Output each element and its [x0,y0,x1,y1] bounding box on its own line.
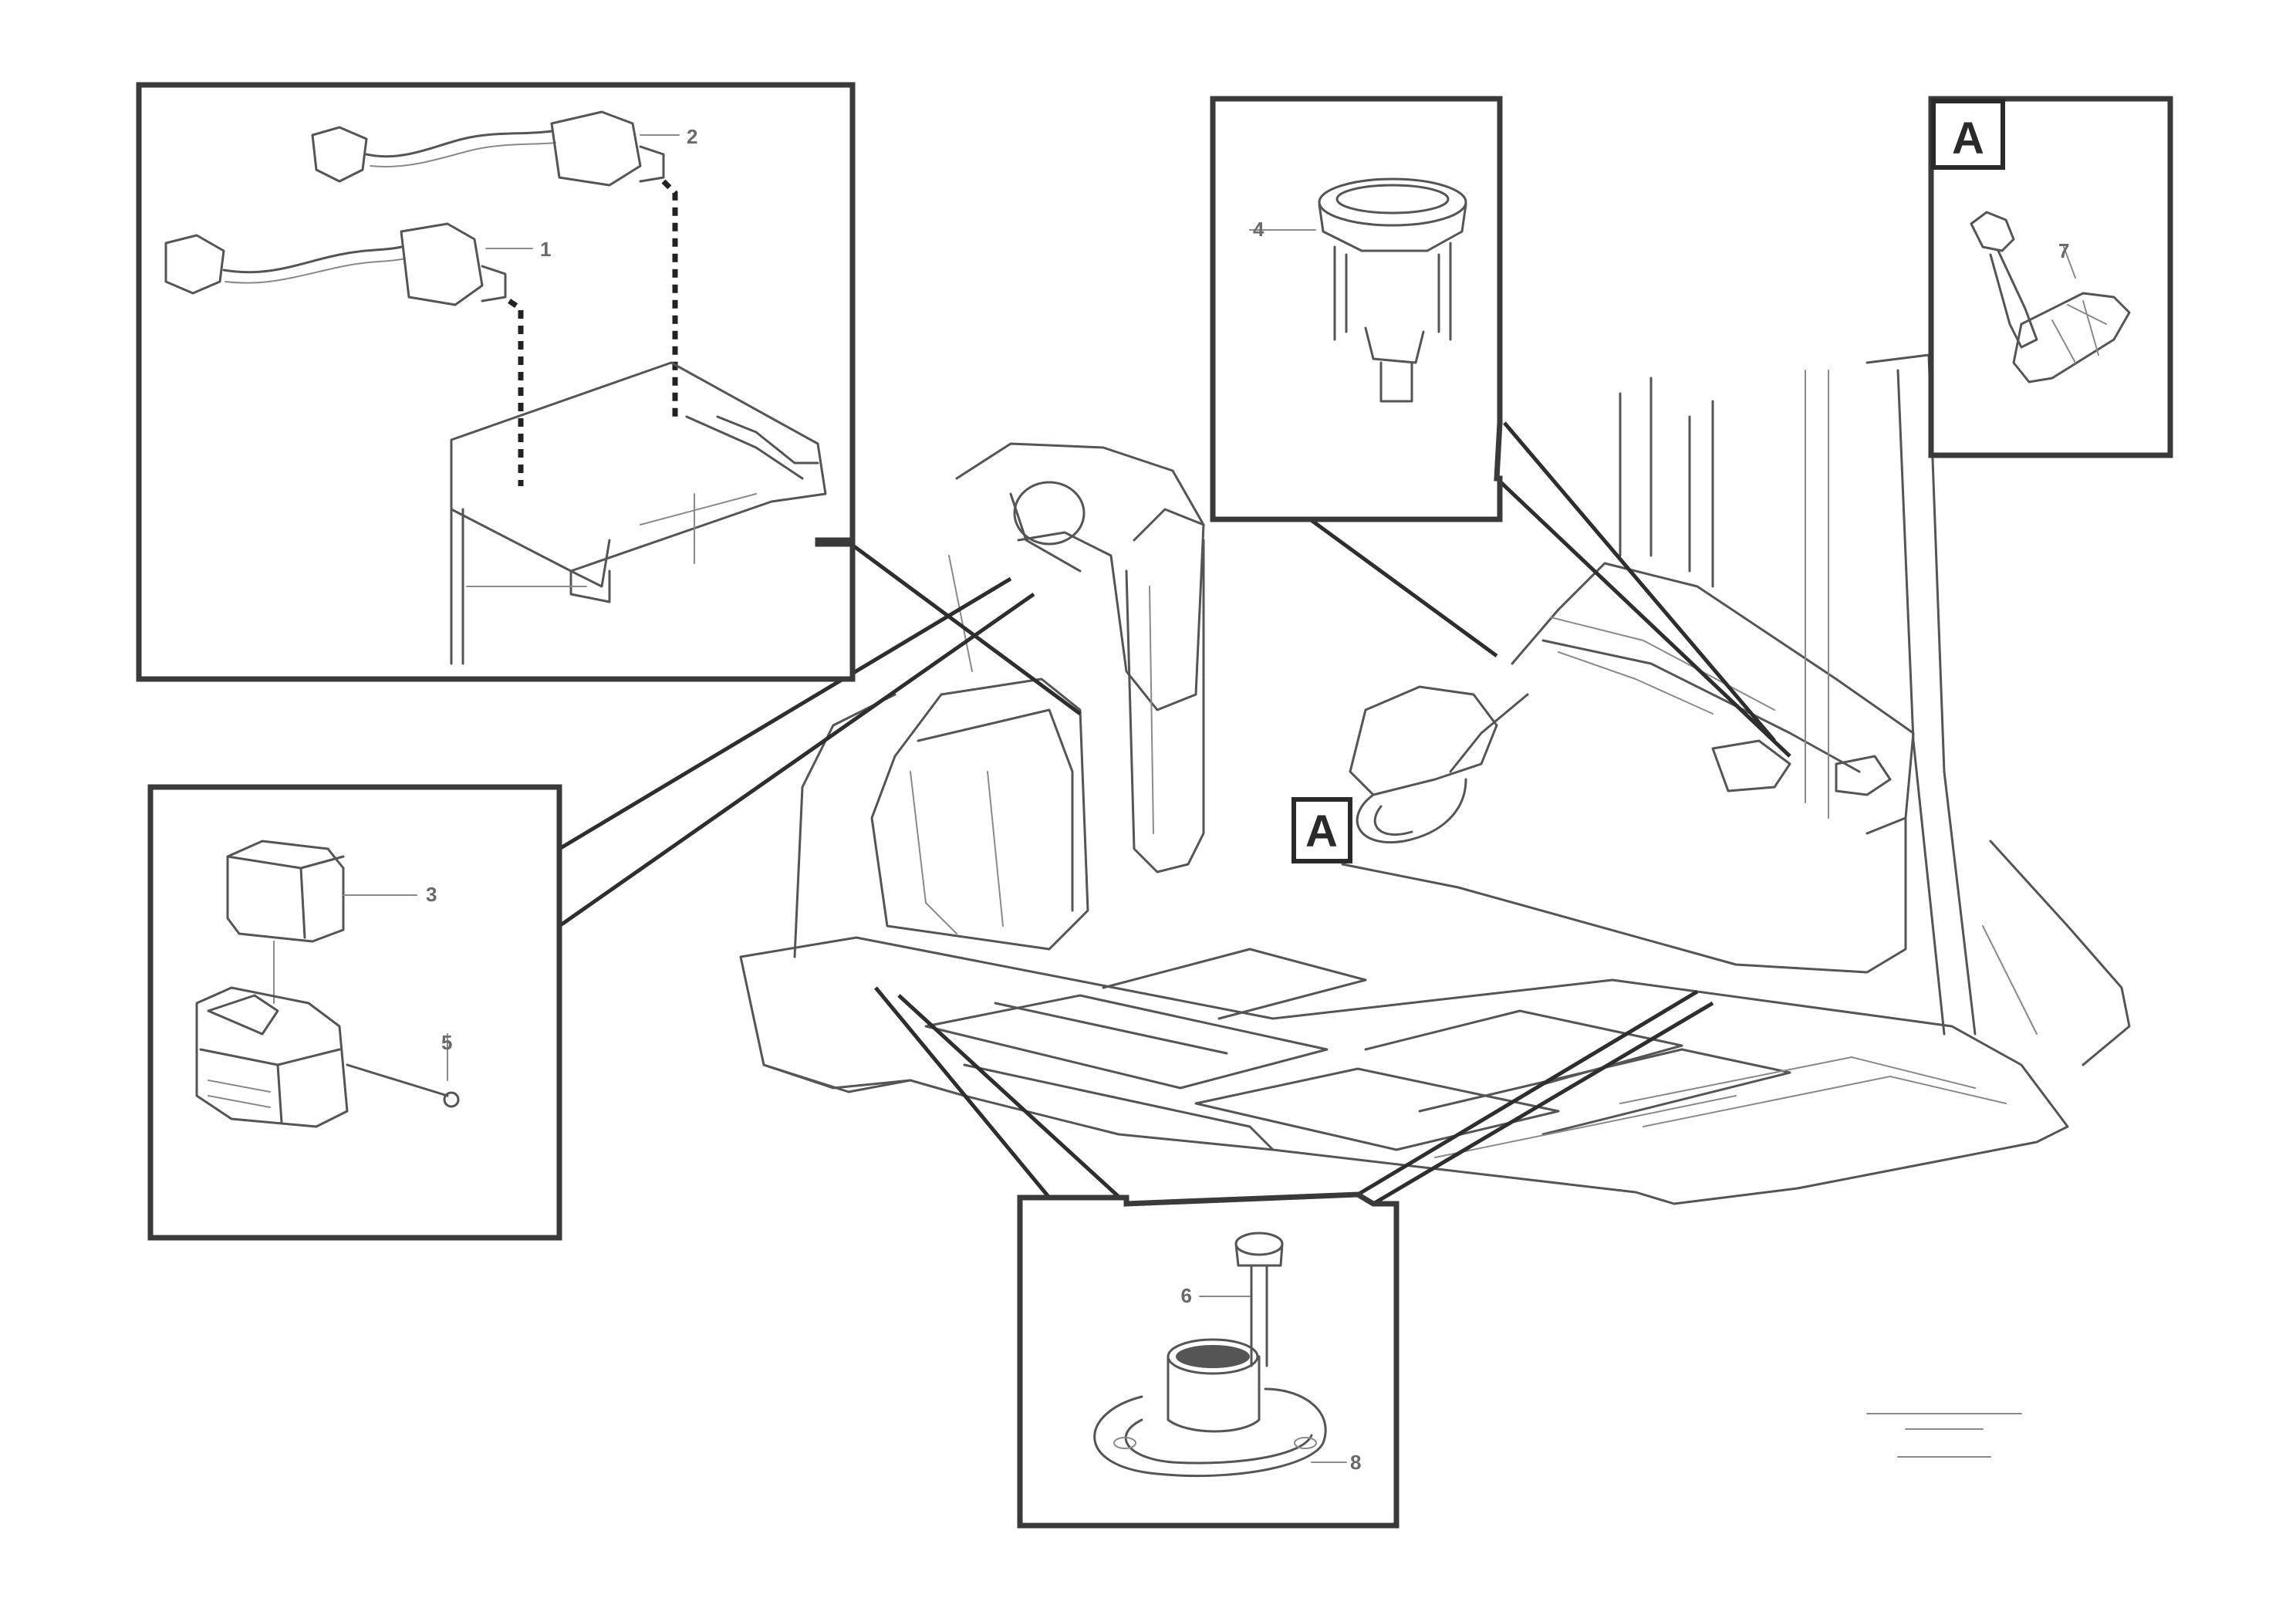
callout-number: 4 [1253,218,1264,241]
callout-box-relay: 3 5 [147,784,562,1241]
drawing-reference [1866,1413,2022,1458]
callout-number: 7 [2058,239,2069,262]
callout-number: 3 [426,883,437,906]
callout-box-switch: 4 [1210,96,1503,522]
callout-number: 5 [441,1031,452,1054]
callout-leaders [558,421,1791,1206]
view-marker-main: A [1292,797,1352,863]
callout-box-mount: 6 8 [1017,1191,1400,1529]
callout-number: 2 [687,125,697,148]
callout-number: 6 [1181,1284,1192,1307]
callout-number: 1 [540,238,551,261]
callout-box-detail-a: A 7 [1928,96,2173,458]
callout-number: 8 [1350,1451,1361,1474]
detail-a-label: A [1952,113,1984,164]
cab-floor-assembly [739,353,2131,1205]
callout-box-harness: 2 1 [136,82,856,682]
view-marker-main-label: A [1305,806,1338,857]
